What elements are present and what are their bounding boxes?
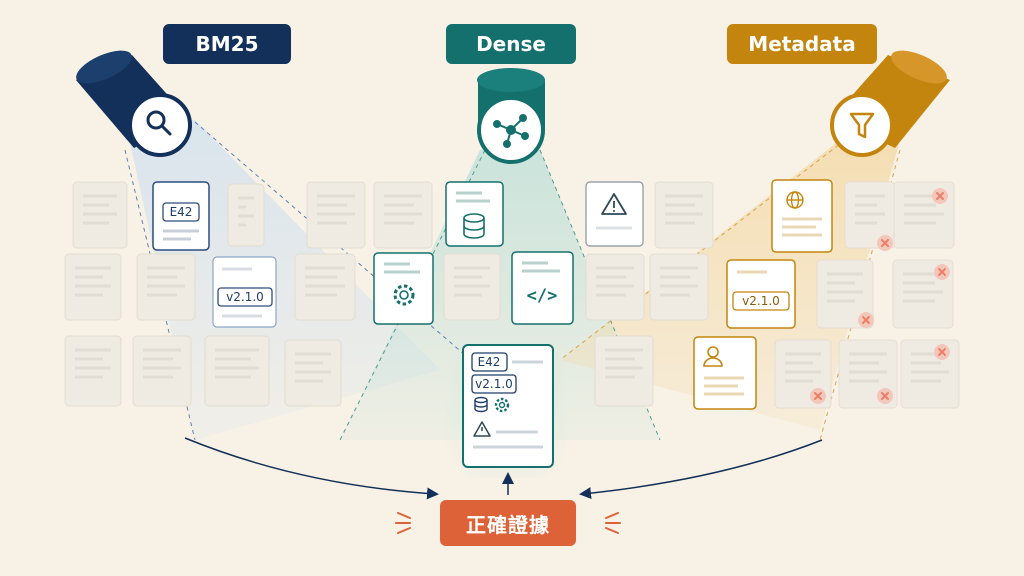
rejected-document [838,339,898,409]
rejected-document-group [774,181,960,409]
answer-warning-icon [473,421,491,437]
rejected-document [892,259,954,329]
metadata-doc-version: v2.1.0 [726,259,796,329]
dense-doc-code: </> [511,251,574,325]
faded-document [136,253,196,321]
faded-document [373,181,433,249]
metadata-doc-globe [771,179,833,253]
rejected-document [893,181,955,249]
dense-spotlight [477,68,545,164]
funnel-icon [849,112,875,139]
answer-document: E42 v2.1.0 [462,344,554,468]
answer-version-tag: v2.1.0 [475,377,513,391]
faded-document [64,253,122,321]
rejected-document [900,339,960,409]
faded-document [654,181,714,249]
faded-document [649,253,709,321]
faded-document [227,183,265,247]
warning-doc [585,181,644,247]
globe-icon [786,191,804,209]
bm25-doc-version: v2.1.0 [212,256,277,328]
magnifier-icon [146,110,172,136]
gear-icon [393,284,415,306]
faded-document [294,253,356,321]
code-icon: </> [527,286,558,306]
answer-e42-tag: E42 [478,355,501,369]
reject-icon [877,235,893,251]
dense-label: Dense [446,24,576,64]
faded-document [443,253,501,321]
e42-tag: E42 [170,205,193,219]
dense-doc-database [445,181,504,247]
bm25-spotlight [76,50,192,157]
reject-icon [810,388,826,404]
answer-gear-icon [494,397,510,413]
reject-icon [934,264,950,280]
reject-icon [858,312,874,328]
reject-icon [877,388,893,404]
answer-database-icon [474,396,488,413]
version-tag-bm25: v2.1.0 [226,290,264,304]
warning-icon [601,193,627,215]
rejected-document [816,259,874,329]
version-tag-metadata: v2.1.0 [742,294,780,308]
faded-document [132,335,192,407]
faded-document [594,335,654,407]
rejected-document [844,181,896,251]
faded-document [284,339,342,407]
rejected-document [774,339,832,409]
faded-document [72,181,128,249]
user-icon [703,346,723,367]
faded-document-grid [64,181,714,407]
metadata-doc-user [693,336,757,410]
faded-document [204,335,270,407]
answer-spark-marks [395,512,621,534]
correct-evidence-label: 正確證據 [440,500,576,546]
database-icon [463,213,485,239]
reject-icon [932,188,948,204]
faded-document [585,253,645,321]
faded-document [64,335,122,407]
network-icon [493,114,529,148]
metadata-arrow [579,439,823,500]
bm25-arrow [184,437,439,500]
faded-document [306,181,366,249]
bm25-doc-e42: E42 [152,181,210,251]
dense-doc-settings [373,252,434,325]
bm25-label: BM25 [163,24,291,64]
reject-icon [934,344,950,360]
metadata-label: Metadata [727,24,877,64]
metadata-spotlight [830,50,950,157]
